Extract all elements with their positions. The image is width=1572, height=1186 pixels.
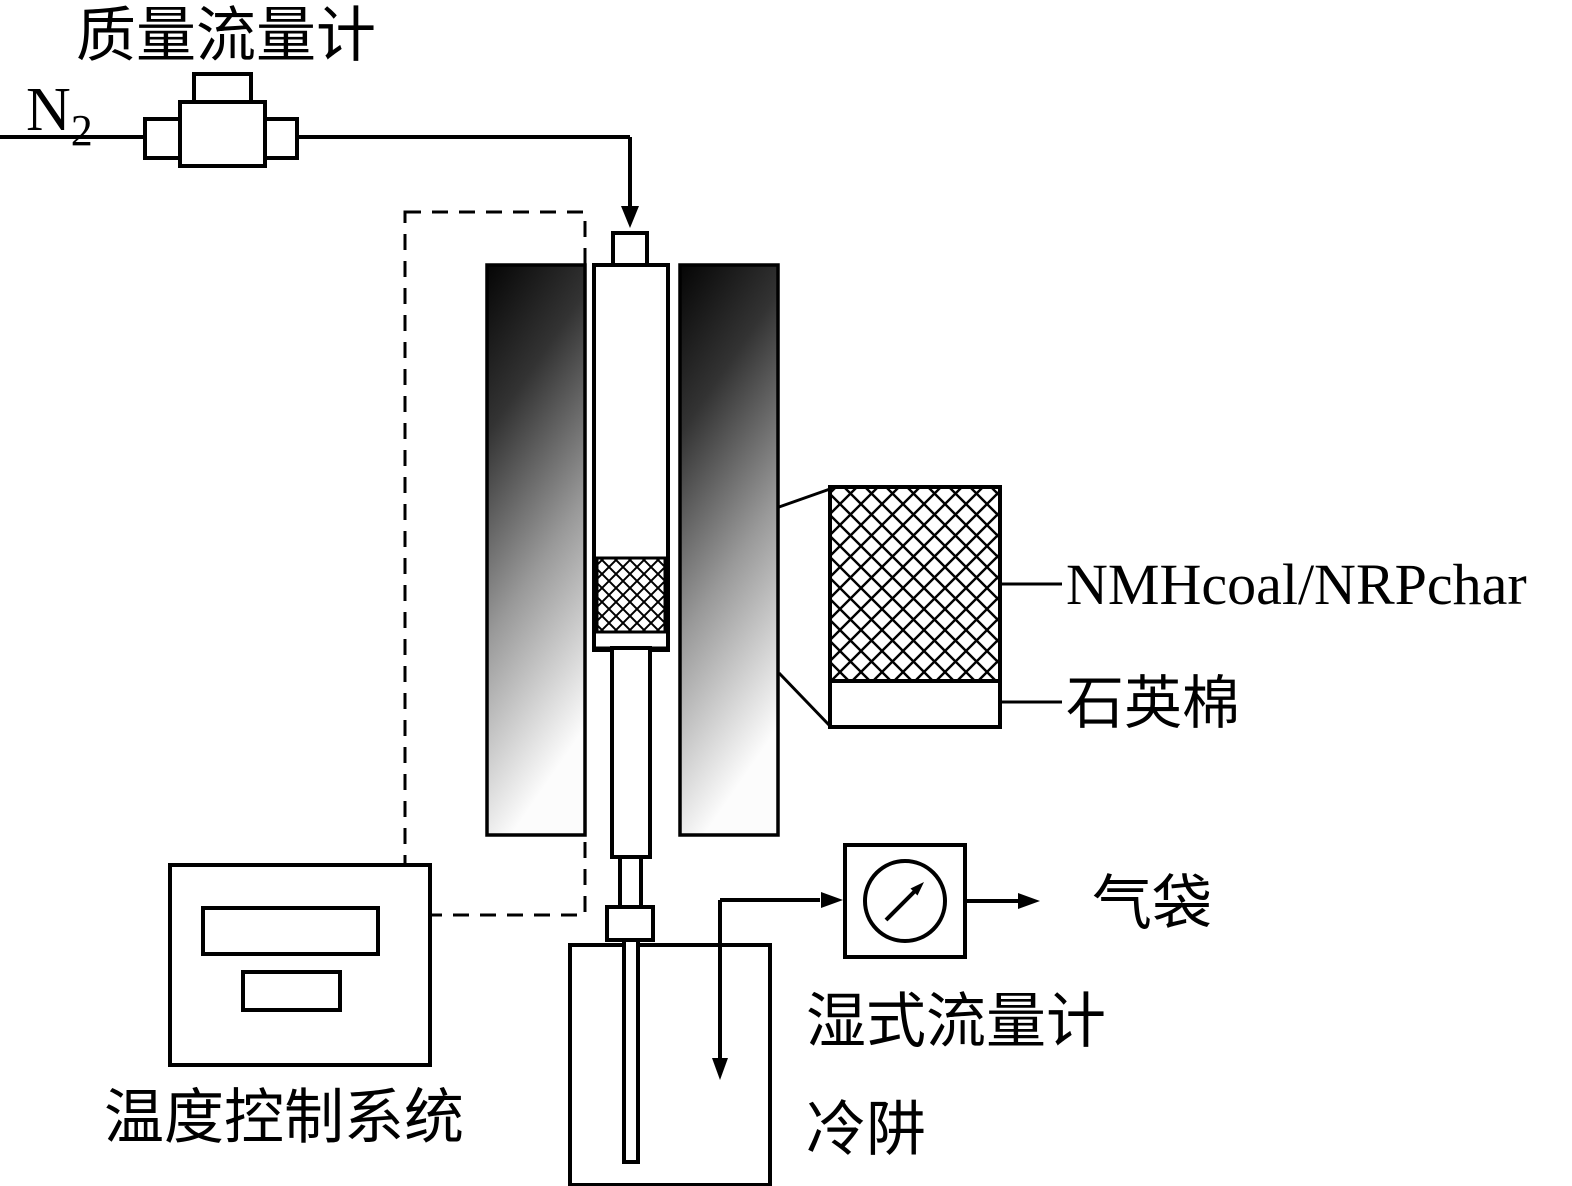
wet-flow-meter-symbol [843, 843, 967, 959]
tube-neck [618, 855, 643, 909]
reactor-tube [592, 231, 670, 942]
right-arrow-icon [821, 892, 843, 908]
cold-trap-vessel [568, 943, 772, 1186]
sample-bed [595, 556, 667, 634]
wet-flow-meter-label: 湿式流量计 [806, 989, 1106, 1055]
right-arrow-icon [1018, 893, 1040, 909]
controller-button [241, 970, 342, 1012]
quartz-wool-label: 石英棉 [1066, 671, 1240, 736]
sample-label: NMHcoal/NRPchar [1066, 552, 1527, 617]
furnace-left-column [485, 263, 587, 837]
quartz-wool-band [828, 679, 1002, 729]
tube-collar [605, 905, 655, 942]
tube-lower-section [610, 646, 652, 859]
sample-detail-callout [777, 485, 1062, 729]
n2-inlet-line [0, 135, 639, 228]
sample-detail-hatched [828, 485, 1002, 683]
temperature-controller-symbol [168, 863, 432, 1067]
down-arrow-icon [712, 1058, 728, 1080]
temperature-zone-dashed-boundary [403, 210, 587, 917]
n2-label: N2 [26, 76, 93, 155]
tube-outlet-rod [622, 938, 640, 1164]
mass-flow-meter-symbol [143, 72, 299, 168]
temperature-control-label: 温度控制系统 [104, 1085, 464, 1151]
reactor-tube-cap [611, 231, 649, 267]
cold-trap-label: 冷阱 [806, 1097, 926, 1163]
gas-bag-outlet-line [965, 893, 1040, 909]
down-arrow-icon [621, 206, 639, 228]
mass-flow-meter-label: 质量流量计 [76, 3, 376, 69]
furnace-right-column [678, 263, 780, 837]
gas-bag-label: 气袋 [1092, 871, 1212, 937]
trap-outlet-piping [712, 892, 843, 1080]
gauge-needle-icon [910, 882, 924, 896]
controller-display [201, 906, 380, 956]
